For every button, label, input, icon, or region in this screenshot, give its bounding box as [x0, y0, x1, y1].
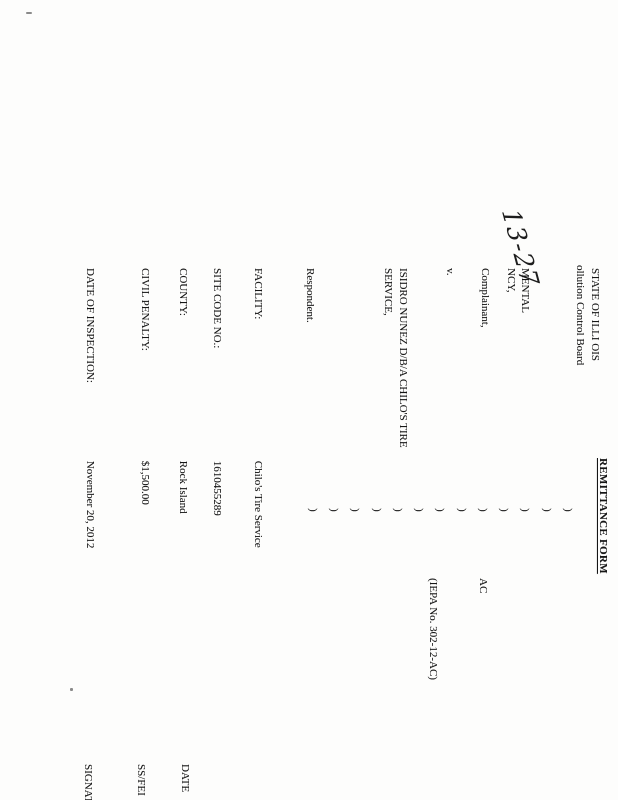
- caption-agency-fragment-1: MENTAL: [519, 268, 531, 313]
- scan-artifact: [70, 688, 73, 691]
- field-row-facility: FACILITY: Chilo's Tire Service: [252, 268, 264, 548]
- caption-versus: v.: [444, 268, 456, 276]
- field-label-civil-penalty: CIVIL PENALTY:: [139, 268, 151, 351]
- field-row-inspection-date: DATE OF INSPECTION: November 20, 2012: [84, 268, 96, 548]
- caption-paren: ): [370, 508, 383, 512]
- field-value-site-code: 1610455289: [211, 460, 223, 516]
- caption-paren: ): [328, 508, 341, 512]
- caption-respondent-name-1: ISIDRO NUNEZ D/B/A CHILO'S TIRE: [397, 268, 409, 448]
- caption-respondent-role: Respondent.: [304, 268, 316, 323]
- field-value-facility: Chilo's Tire Service: [252, 460, 264, 548]
- caption-paren: ): [434, 508, 447, 512]
- form-title: REMITTANCE FORM: [597, 458, 609, 574]
- caption-agency-fragment-2: NCY,: [505, 268, 517, 293]
- caption-paren: ): [413, 508, 426, 512]
- header-board-line: ollution Control Board: [574, 265, 586, 366]
- edge-fragment-signature: SIGNAT: [82, 764, 94, 800]
- caption-paren: ): [562, 508, 574, 512]
- document-page: REMITTANCE FORM STATE OF ILLI OIS olluti…: [9, 10, 609, 800]
- caption-paren: ): [455, 508, 468, 512]
- field-label-inspection-date: DATE OF INSPECTION:: [84, 268, 96, 383]
- case-type-label: AC: [477, 578, 489, 594]
- caption-paren: ): [540, 508, 553, 512]
- caption-paren: ): [498, 508, 511, 512]
- edge-fragment-date: DATE: [179, 764, 191, 793]
- header-state-line: STATE OF ILLI OIS: [589, 268, 601, 361]
- field-value-civil-penalty: $1,500.00: [139, 460, 151, 505]
- caption-paren: ): [349, 508, 362, 512]
- edge-fragment-ssfein: SS/FEI: [135, 764, 147, 796]
- field-label-facility: FACILITY:: [252, 268, 264, 320]
- caption-paren: ): [477, 508, 489, 512]
- caption-paren-column: ) ) ) ) ) ) ) ) ) ) ) ) ): [307, 508, 574, 512]
- field-label-county: COUNTY:: [177, 268, 189, 316]
- field-row-county: COUNTY: Rock Island: [177, 268, 189, 514]
- caption-paren: ): [307, 508, 319, 512]
- field-row-civil-penalty: CIVIL PENALTY: $1,500.00: [139, 268, 151, 505]
- caption-paren: ): [392, 508, 404, 512]
- iepa-case-number: (IEPA No. 302-12-AC): [427, 578, 439, 680]
- field-label-site-code: SITE CODE NO.:: [211, 268, 223, 349]
- field-value-inspection-date: November 20, 2012: [84, 460, 96, 549]
- scan-artifact: [26, 12, 32, 14]
- caption-paren: ): [519, 508, 532, 512]
- field-value-county: Rock Island: [177, 460, 189, 514]
- caption-complainant-role: Complainant,: [479, 268, 491, 328]
- field-row-site-code: SITE CODE NO.: 1610455289: [211, 268, 223, 516]
- caption-respondent-name-2: SERVICE,: [382, 268, 394, 316]
